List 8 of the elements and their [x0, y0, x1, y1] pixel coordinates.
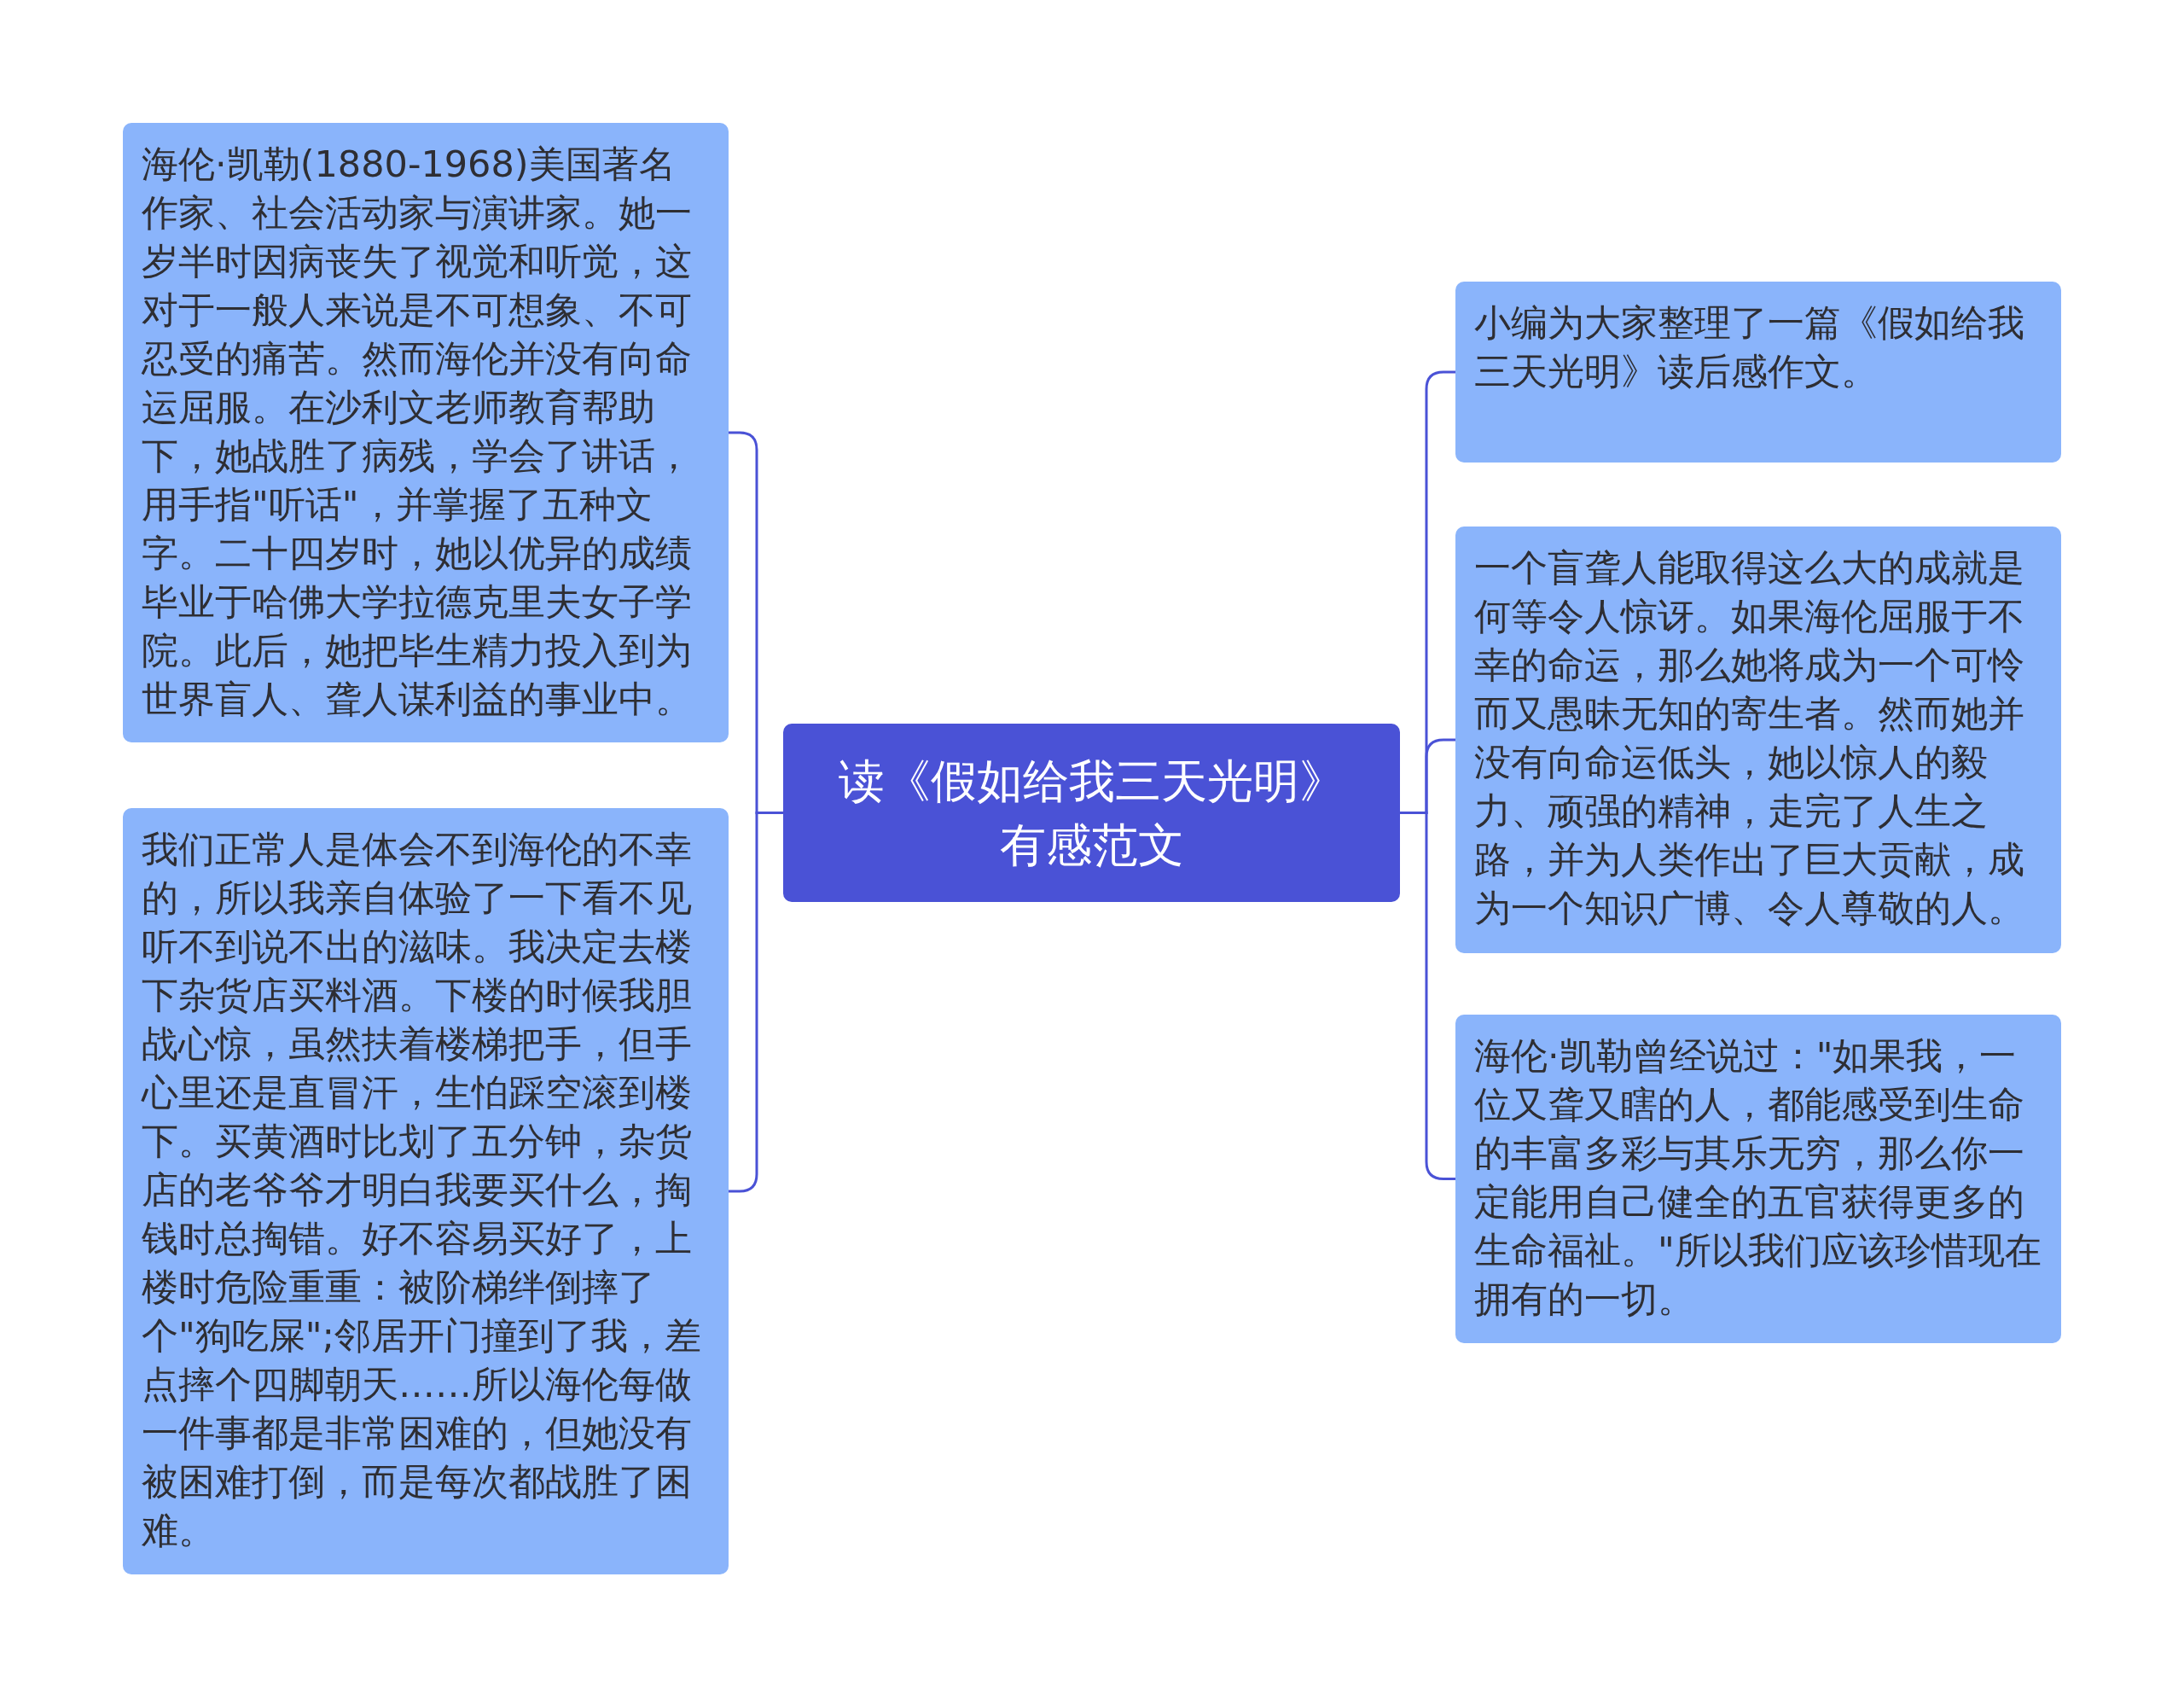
subtopic-card: 一个盲聋人能取得这么大的成就是何等令人惊讶。如果海伦屈服于不幸的命运，那么她将成为一个可怜而又愚昧无知的寄生者。然而她并没有向命运低头，她以惊人的毅力、顽强的精神，走完了人生之路，并为人类作出了巨大贡献，成为一个知识广博、令人尊敬的人。: [1455, 527, 2061, 953]
subtopic-card: 海伦·凯勒(1880-1968)美国著名作家、社会活动家与演讲家。她一岁半时因病丧失了视觉和听觉，这对于一般人来说是不可想象、不可忍受的痛苦。然而海伦并没有向命运屈服。在沙利文老师教育帮助下，她战胜了病残，学会了讲话，用手指"听话"，并掌握了五种文字。二十四岁时，她以优异的成绩毕业于哈佛大学拉德克里夫女子学院。此后，她把毕生精力投入到为世界盲人、聋人谋利益的事业中。: [123, 123, 729, 742]
subtopic-card: 海伦·凯勒曾经说过："如果我，一位又聋又瞎的人，都能感受到生命的丰富多彩与其乐无穷，那么你一定能用自己健全的五官获得更多的生命福祉。"所以我们应该珍惜现在拥有的一切。: [1455, 1015, 2061, 1343]
connector-line: [729, 812, 783, 1193]
connector-line: [1400, 812, 1455, 1180]
subtopic-card: 小编为大家整理了一篇《假如给我三天光明》读后感作文。: [1455, 282, 2061, 463]
subtopic-card: 我们正常人是体会不到海伦的不幸的，所以我亲自体验了一下看不见听不到说不出的滋味。我决定去楼下杂货店买料酒。下楼的时候我胆战心惊，虽然扶着楼梯把手，但手心里还是直冒汗，生怕踩空滚到楼下。买黄酒时比划了五分钟，杂货店的老爷爷才明白我要买什么，掏钱时总掏错。好不容易买好了，上楼时危险重重：被阶梯绊倒摔了个"狗吃屎";邻居开门撞到了我，差点摔个四脚朝天……所以海伦每做一件事都是非常困难的，但她没有被困难打倒，而是每次都战胜了困难。: [123, 808, 729, 1574]
central-topic: 读《假如给我三天光明》有感范文: [783, 724, 1400, 902]
